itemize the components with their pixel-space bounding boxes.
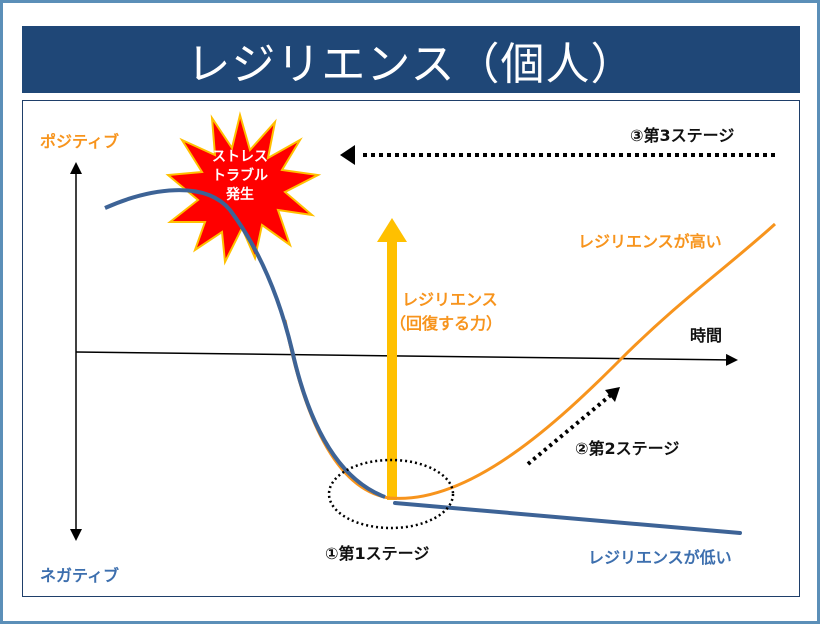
stage2-arrow-head: [605, 387, 620, 402]
title-bar: レジリエンス（個人）: [22, 26, 800, 93]
stage3-arrow-head: [340, 145, 355, 165]
page-title: レジリエンス（個人）: [186, 38, 636, 90]
stage3-label: ③第3ステージ: [630, 126, 735, 145]
burst-line3: 発生: [226, 187, 254, 203]
time-label: 時間: [690, 326, 723, 345]
x-axis: [75, 351, 738, 366]
resilience-arrow-shaft: [387, 238, 397, 500]
low-resilience-curve: [104, 188, 386, 499]
burst-line2: トラブル: [212, 168, 268, 184]
high-resilience-curve: [283, 222, 777, 500]
stage1-ellipse: [327, 458, 455, 530]
resilience-arrow-head: [377, 218, 407, 242]
resilience-sub-label: （回復する力）: [390, 314, 503, 333]
diagram-panel: [22, 100, 800, 597]
negative-label: ネガティブ: [40, 566, 120, 585]
stage2-arrow: [526, 392, 614, 466]
stage2-label: ②第2ステージ: [575, 439, 680, 458]
burst-line1: ストレス: [212, 149, 268, 165]
low-resilience-tail: [393, 501, 742, 535]
high-resilience-label: レジリエンスが高い: [578, 232, 722, 251]
burst-label: ストレス トラブル 発生: [205, 148, 275, 205]
resilience-label: レジリエンス: [402, 290, 498, 309]
positive-label: ポジティブ: [40, 132, 120, 151]
low-resilience-label: レジリエンスが低い: [588, 548, 732, 567]
stage1-label: ①第1ステージ: [325, 544, 430, 563]
